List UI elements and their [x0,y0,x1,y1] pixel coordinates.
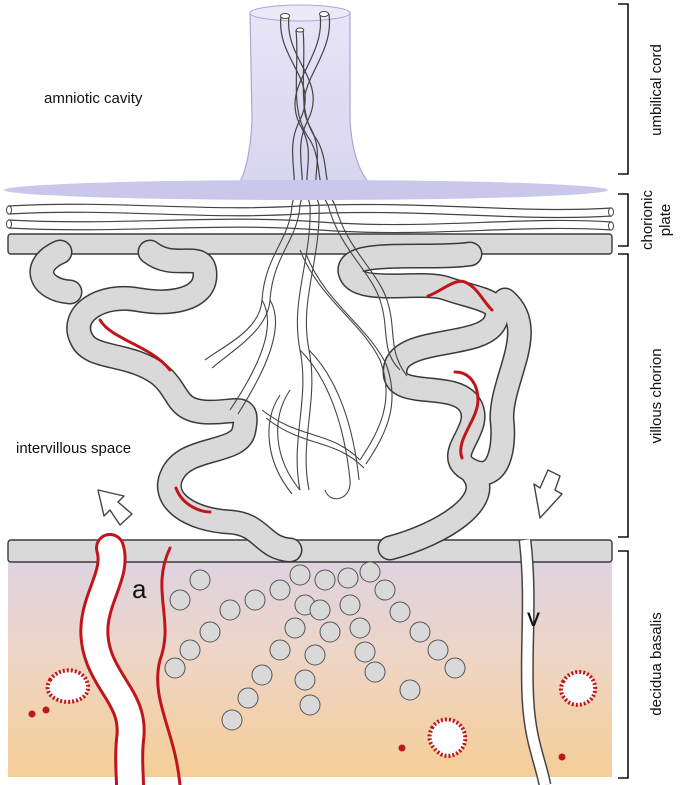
label-vein: v [527,602,540,632]
uterine-vein [518,539,552,785]
bracket-villous-chorion [618,253,629,538]
maternal-cells [164,561,466,731]
spiral-artery [79,533,182,785]
label-amniotic-cavity: amniotic cavity [44,90,143,107]
bracket-label-umbilical-cord: umbilical cord [648,44,665,136]
bracket-label-chorionic-plate-1: chorionic [639,189,656,250]
bracket-label-decidua-basalis: decidua basalis [648,612,665,715]
arrow-down-icon [533,469,563,519]
bracket-decidua-basalis [618,550,629,779]
left-villus [66,239,303,563]
chorionic-plate [4,180,614,255]
arrow-up-icon [97,489,133,526]
basal-plate [7,539,613,563]
bracket-chorionic-plate [618,193,629,247]
flow-arrows [97,469,563,526]
bracket-umbilical-cord [618,3,629,175]
label-intervillous-space: intervillous space [16,440,131,457]
right-villus [337,241,532,561]
villous-tree [29,239,532,563]
red-segments [98,279,494,514]
bracket-label-chorionic-plate-2: plate [657,204,674,237]
fetal-vessels [204,204,408,500]
bracket-label-villous-chorion: villous chorion [648,348,665,443]
label-artery: a [132,574,147,604]
brackets [618,3,629,779]
umbilical-cord [236,4,374,206]
glands [28,668,598,761]
